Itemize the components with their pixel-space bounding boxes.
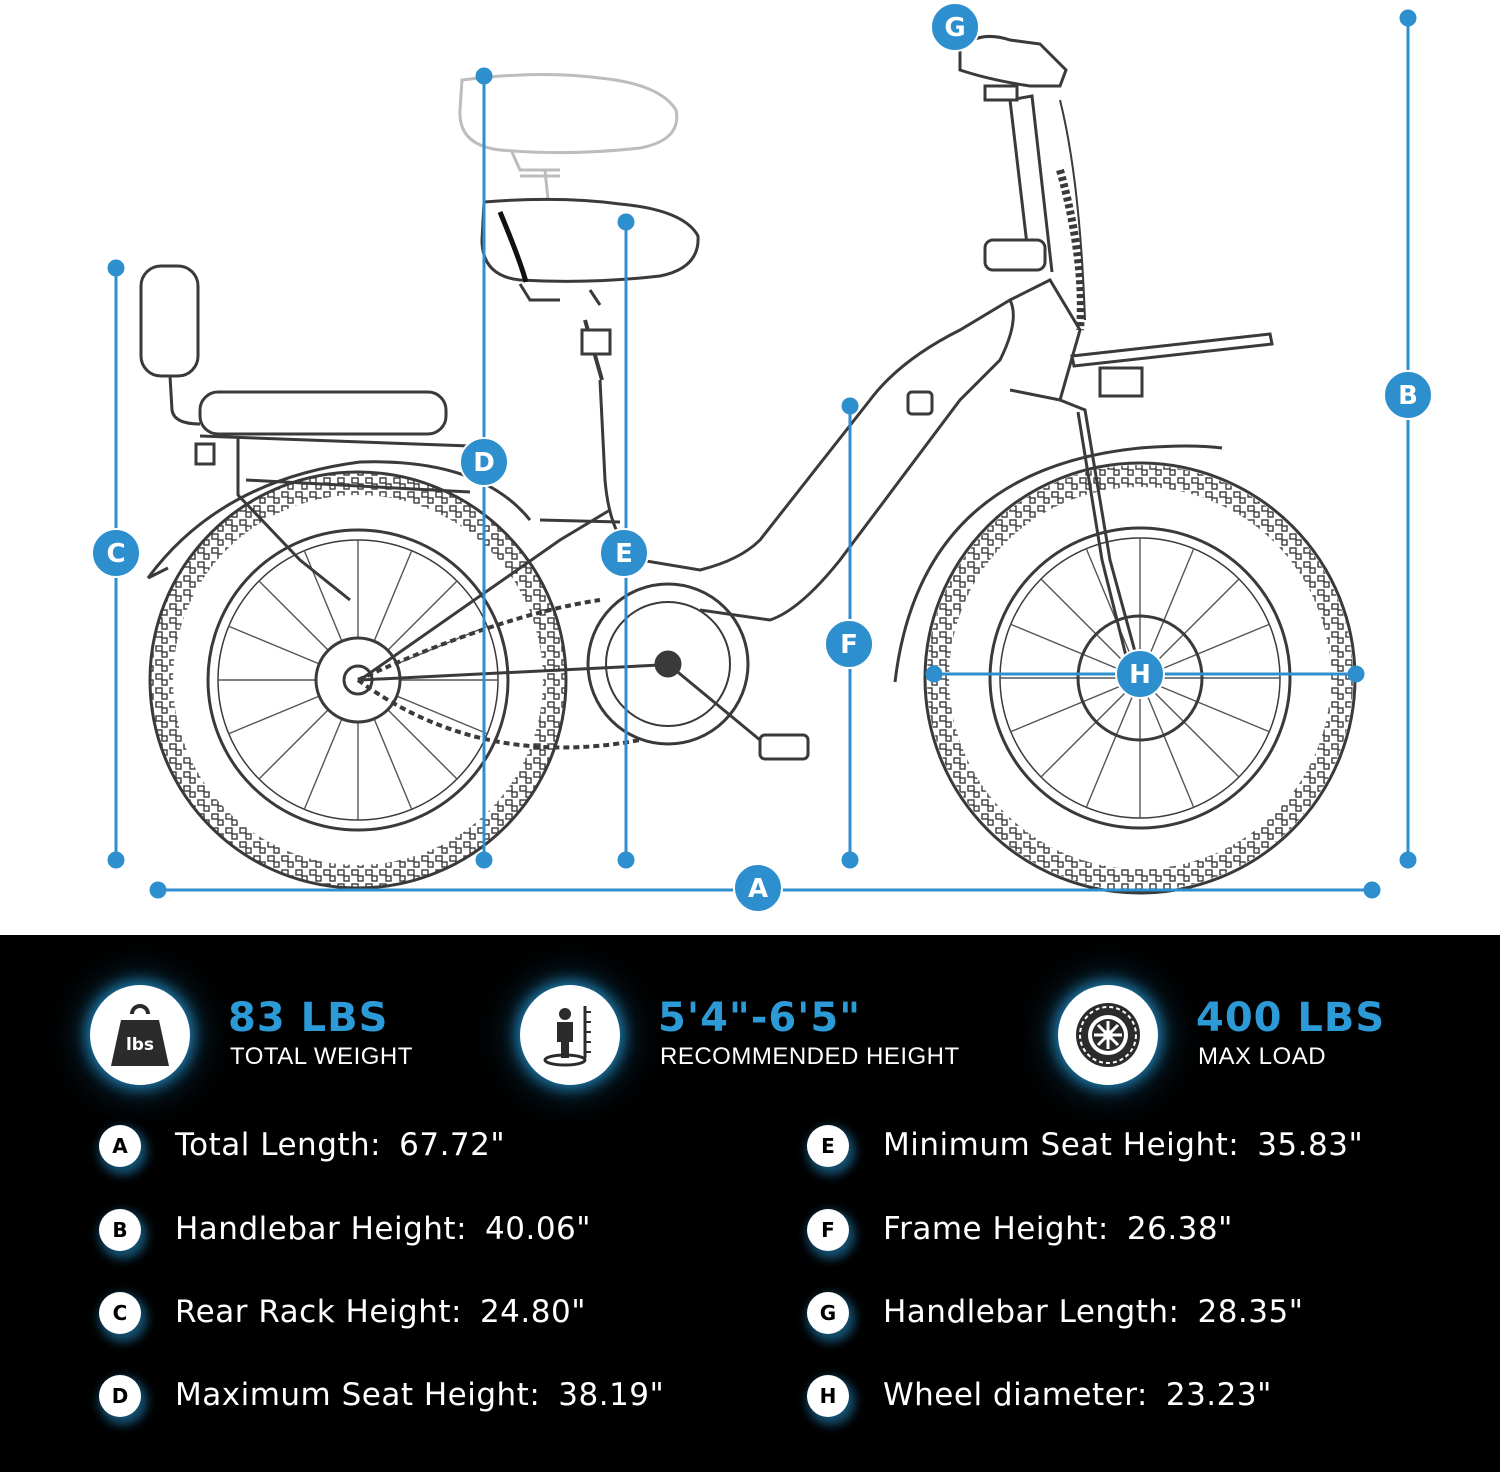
spec-label: Maximum Seat Height:: [175, 1377, 541, 1413]
max-load-caption: MAX LOAD: [1198, 1043, 1327, 1070]
marker-e-label: E: [615, 539, 633, 569]
recommended-height-caption: RECOMMENDED HEIGHT: [660, 1043, 960, 1070]
spec-letter-f: F: [807, 1209, 849, 1251]
spec-label: Rear Rack Height:: [175, 1294, 462, 1330]
front-assembly: [906, 34, 1274, 673]
recommended-height-value: 5'4"-6'5": [658, 995, 862, 1041]
stat-max-load: 400 LBS MAX LOAD: [1058, 985, 1438, 1085]
marker-b-label: B: [1398, 381, 1418, 411]
dimension-lines: [107, 9, 1417, 899]
marker-e: E: [599, 528, 649, 578]
total-weight-value: 83 LBS: [228, 995, 389, 1041]
spec-label: Wheel diameter:: [883, 1377, 1148, 1413]
stat-total-weight: lbs 83 LBS TOTAL WEIGHT: [90, 985, 430, 1085]
height-person-icon: [520, 985, 620, 1085]
spec-label: Frame Height:: [883, 1211, 1109, 1247]
spec-value: 26.38": [1126, 1211, 1233, 1247]
marker-d: D: [459, 437, 509, 487]
spec-value: 38.19": [558, 1377, 665, 1413]
spec-letter-g: G: [807, 1292, 849, 1334]
bike-dimension-diagram: A B C D E F G H: [91, 2, 1433, 913]
spec-letter-e: E: [807, 1125, 849, 1167]
marker-a: A: [733, 863, 783, 913]
weight-icon: lbs: [90, 985, 190, 1085]
marker-a-label: A: [748, 874, 768, 904]
tire-icon: [1058, 985, 1158, 1085]
rear-rack: [139, 264, 471, 602]
spec-letter-b: B: [99, 1209, 141, 1251]
spec-value: 40.06": [485, 1211, 592, 1247]
stat-recommended-height: 5'4"-6'5" RECOMMENDED HEIGHT: [520, 985, 960, 1085]
spec-row-handlebar-length: G Handlebar Length: 28.35": [807, 1288, 1407, 1338]
marker-g: G: [930, 2, 980, 52]
spec-row-handlebar-height: B Handlebar Height: 40.06": [99, 1205, 699, 1255]
spec-text-handlebar-length: Handlebar Length: 28.35": [883, 1294, 1303, 1330]
spec-letter-c: C: [99, 1292, 141, 1334]
spec-value: 23.23": [1165, 1377, 1272, 1413]
spec-text-rear-rack-height: Rear Rack Height: 24.80": [175, 1294, 586, 1330]
drivetrain: [356, 582, 810, 761]
spec-value: 24.80": [479, 1294, 586, 1330]
spec-value: 67.72": [399, 1127, 506, 1163]
spec-letter-d: D: [99, 1375, 141, 1417]
marker-d-label: D: [473, 448, 495, 478]
marker-b: B: [1383, 370, 1433, 420]
marker-c: C: [91, 528, 141, 578]
spec-text-wheel-diameter: Wheel diameter: 23.23": [883, 1377, 1272, 1413]
spec-value: 35.83": [1257, 1127, 1364, 1163]
frame: [359, 278, 1082, 682]
marker-g-label: G: [944, 13, 965, 43]
spec-text-frame-height: Frame Height: 26.38": [883, 1211, 1233, 1247]
bike-drawing: A B C D E F G H: [91, 2, 1433, 913]
spec-row-minimum-seat-height: E Minimum Seat Height: 35.83": [807, 1121, 1427, 1171]
spec-label: Handlebar Height:: [175, 1211, 468, 1247]
spec-label: Minimum Seat Height:: [883, 1127, 1240, 1163]
spec-row-total-length: A Total Length: 67.72": [99, 1121, 699, 1171]
spec-label: Total Length:: [175, 1127, 382, 1163]
total-weight-caption: TOTAL WEIGHT: [230, 1043, 413, 1070]
max-load-value: 400 LBS: [1196, 995, 1386, 1041]
spec-letter-h: H: [807, 1375, 849, 1417]
marker-f: F: [824, 619, 874, 669]
spec-label: Handlebar Length:: [883, 1294, 1180, 1330]
spec-text-total-length: Total Length: 67.72": [175, 1127, 505, 1163]
weight-icon-text: lbs: [126, 1035, 154, 1055]
marker-h: H: [1115, 649, 1165, 699]
specs-panel: lbs 83 LBS TOTAL WEIGHT 5'4"-6'5" RECOMM…: [0, 935, 1500, 1472]
marker-c-label: C: [106, 539, 125, 569]
spec-row-wheel-diameter: H Wheel diameter: 23.23": [807, 1371, 1407, 1421]
spec-text-maximum-seat-height: Maximum Seat Height: 38.19": [175, 1377, 664, 1413]
seat-min-position: [480, 197, 700, 306]
spec-letter-a: A: [99, 1125, 141, 1167]
seat-max-position: [458, 72, 679, 201]
spec-text-handlebar-height: Handlebar Height: 40.06": [175, 1211, 591, 1247]
marker-f-label: F: [840, 630, 858, 660]
spec-row-maximum-seat-height: D Maximum Seat Height: 38.19": [99, 1371, 719, 1421]
spec-row-frame-height: F Frame Height: 26.38": [807, 1205, 1407, 1255]
marker-h-label: H: [1129, 660, 1151, 690]
spec-row-rear-rack-height: C Rear Rack Height: 24.80": [99, 1288, 699, 1338]
spec-value: 28.35": [1197, 1294, 1304, 1330]
spec-text-minimum-seat-height: Minimum Seat Height: 35.83": [883, 1127, 1363, 1163]
